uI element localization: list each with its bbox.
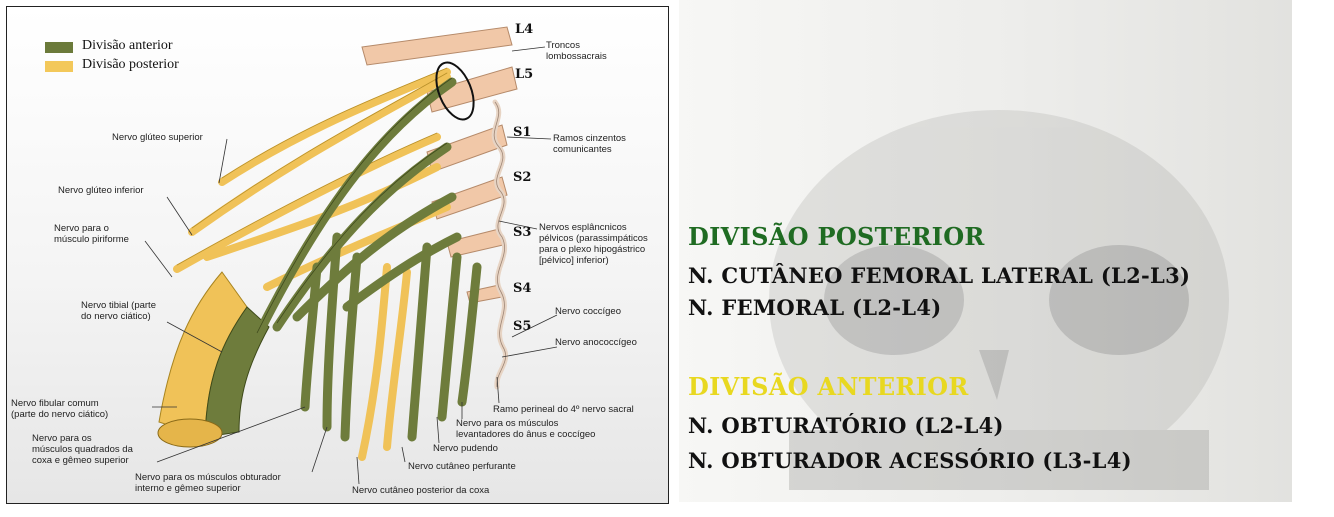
posterior-item-2: N. FEMORAL (L2-L4): [688, 295, 942, 320]
label-nervo-coccigeo: Nervo coccígeo: [555, 306, 621, 317]
root-label-s2: S2: [513, 170, 531, 185]
sciatic-cut-end: [158, 419, 222, 447]
label-gluteo-superior: Nervo glúteo superior: [112, 132, 203, 143]
label-ramo-perineal: Ramo perineal do 4º nervo sacral: [493, 404, 634, 415]
anterior-item-2: N. OBTURADOR ACESSÓRIO (L3-L4): [688, 448, 1132, 473]
label-nervo-anococcigeo: Nervo anococcígeo: [555, 337, 637, 348]
label-nervos-esplancnicos: Nervos esplâncnicos pélvicos (parassimpá…: [539, 222, 648, 266]
legend-posterior-label: Divisão posterior: [82, 57, 179, 73]
posterior-item-1: N. CUTÂNEO FEMORAL LATERAL (L2-L3): [688, 263, 1190, 288]
label-gluteo-inferior: Nervo glúteo inferior: [58, 185, 144, 196]
posterior-division-title: DIVISÃO POSTERIOR: [688, 222, 985, 251]
root-label-l5: L5: [515, 67, 533, 82]
label-quadrado: Nervo para os músculos quadrados da coxa…: [32, 433, 133, 466]
label-levantadores: Nervo para os músculos levantadores do â…: [456, 418, 595, 440]
legend-posterior-swatch: [45, 61, 73, 72]
legend-anterior-label: Divisão anterior: [82, 38, 173, 54]
label-cutaneo-posterior: Nervo cutâneo posterior da coxa: [352, 485, 489, 496]
root-label-s1: S1: [513, 125, 531, 140]
legend-anterior-swatch: [45, 42, 73, 53]
root-label-s4: S4: [513, 281, 531, 296]
label-ramos-cinzentos: Ramos cinzentos comunicantes: [553, 133, 626, 155]
anterior-item-1: N. OBTURATÓRIO (L2-L4): [688, 413, 1004, 438]
root-label-l4: L4: [515, 22, 533, 37]
label-nervo-pudendo: Nervo pudendo: [433, 443, 498, 454]
sacral-plexus-figure: Divisão anterior Divisão posterior L4 L5…: [6, 6, 669, 504]
root-label-s5: S5: [513, 319, 531, 334]
anterior-division-title: DIVISÃO ANTERIOR: [688, 372, 969, 401]
label-nervo-tibial: Nervo tibial (parte do nervo ciático): [81, 300, 156, 322]
label-fibular-comum: Nervo fibular comum (parte do nervo ciát…: [11, 398, 108, 420]
label-piriforme: Nervo para o músculo piriforme: [54, 223, 129, 245]
label-troncos-lombossacrais: Troncos lombossacrais: [546, 40, 607, 62]
slide-panel: DIVISÃO POSTERIOR N. CUTÂNEO FEMORAL LAT…: [679, 0, 1292, 502]
label-cutaneo-perfurante: Nervo cutâneo perfurante: [408, 461, 516, 472]
root-label-s3: S3: [513, 225, 531, 240]
label-obturador-interno: Nervo para os músculos obturador interno…: [135, 472, 281, 494]
